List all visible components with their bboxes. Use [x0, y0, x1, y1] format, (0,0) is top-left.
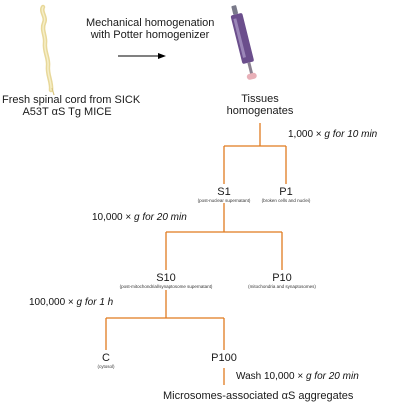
- source-line1: Fresh spinal cord from SICK: [2, 94, 141, 106]
- p10-sub: (mitochondria and synaptosomes): [248, 284, 316, 289]
- tissues-line1: Tissues: [241, 93, 279, 105]
- wash-g: g: [305, 371, 312, 382]
- wash-pre: Wash 10,000 ×: [236, 371, 306, 382]
- p10-node: P10 (mitochondria and synaptosomes): [247, 272, 317, 289]
- process-line2: with Potter homogenizer: [90, 29, 210, 41]
- c-node: C (cytosol): [86, 352, 126, 369]
- spin2-g: g: [133, 212, 140, 223]
- process-label: Mechanical homogenation with Potter homo…: [86, 17, 214, 41]
- spin1-post: for 10 min: [329, 129, 378, 140]
- spin3-post: for 1 h: [82, 297, 114, 308]
- source-line2: A53T αS Tg MICE: [22, 106, 112, 118]
- s1-sub: (post-nuclear supernatant): [197, 198, 251, 203]
- p1-node: P1 (broken cells and nuclei): [256, 186, 316, 203]
- s10-sub: (post-mitochondrial/synaptosome supernat…: [119, 284, 213, 289]
- s1-label: S1: [217, 186, 231, 198]
- p100-label: P100: [211, 352, 237, 364]
- p1-label: P1: [279, 186, 293, 198]
- tissues-line2: homogenates: [226, 105, 294, 117]
- spin1-g: g: [324, 129, 330, 140]
- spin3-label: 100,000 × g for 1 h: [29, 297, 113, 308]
- homogenizer-image: [230, 5, 257, 80]
- spin3-g: g: [76, 297, 83, 308]
- spin1-label: 1,000 × g for 10 min: [288, 129, 377, 140]
- spin2-pre: 10,000 ×: [92, 212, 134, 223]
- process-arrow: [118, 53, 166, 59]
- wash-label: Wash 10,000 × g for 20 min: [236, 371, 359, 382]
- spinal-cord-image: [40, 4, 55, 96]
- tissues-label: Tissues homogenates: [205, 93, 315, 117]
- spin2-label: 10,000 × g for 20 min: [92, 212, 187, 223]
- wash-post: for 20 min: [311, 371, 359, 382]
- source-label: Fresh spinal cord from SICK A53T αS Tg M…: [2, 94, 141, 118]
- s1-node: S1 (post-nuclear supernatant): [194, 186, 254, 203]
- fractionation-tree: [105, 123, 287, 385]
- c-sub: (cytosol): [97, 364, 115, 369]
- s10-label: S10: [156, 272, 176, 284]
- s10-node: S10 (post-mitochondrial/synaptosome supe…: [111, 272, 221, 289]
- p1-sub: (broken cells and nuclei): [261, 198, 311, 203]
- final-product-label: Microsomes-associated αS aggregates: [163, 390, 354, 402]
- spin2-post: for 20 min: [139, 212, 187, 223]
- p10-label: P10: [272, 272, 292, 284]
- spin1-pre: 1,000 ×: [288, 129, 325, 140]
- spin3-pre: 100,000 ×: [29, 297, 77, 308]
- c-label: C: [102, 352, 110, 364]
- process-line1: Mechanical homogenation: [86, 17, 215, 29]
